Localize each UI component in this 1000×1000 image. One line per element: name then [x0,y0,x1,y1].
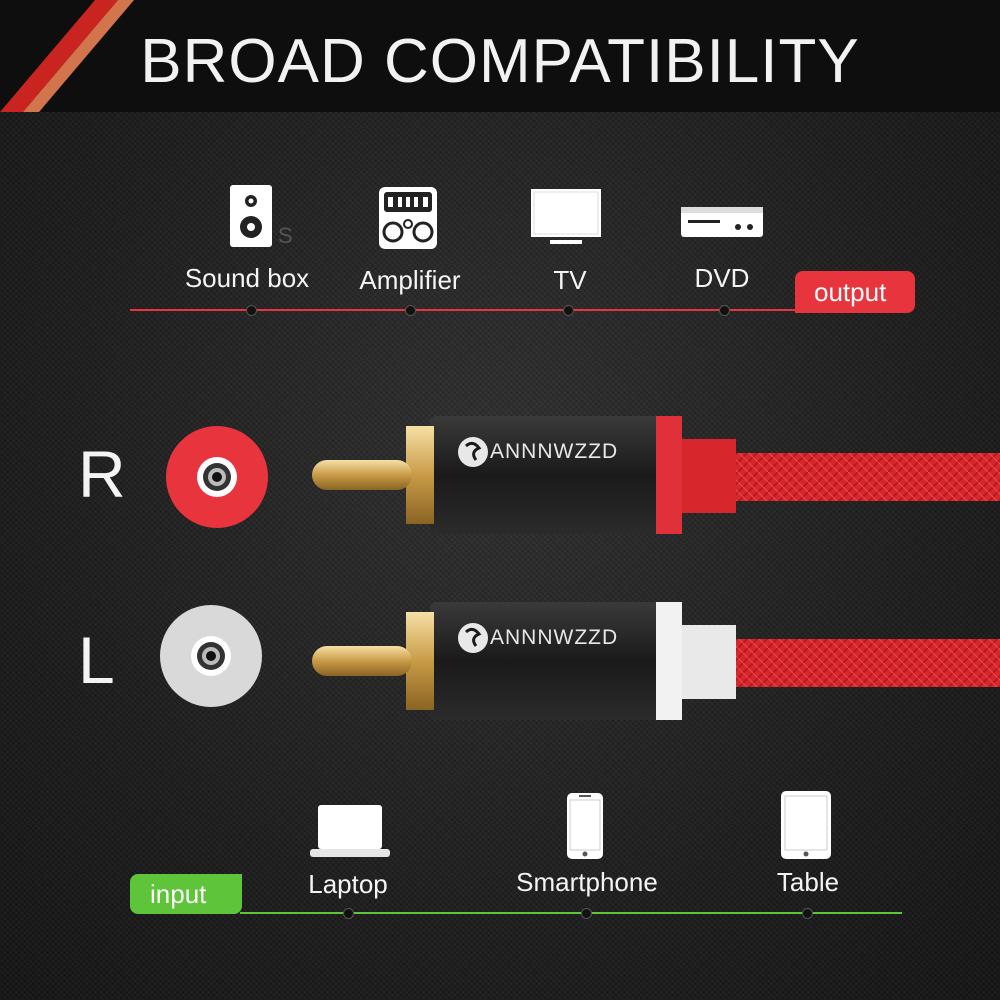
output-tag: output [814,277,887,307]
right-rca-plug [312,416,1000,534]
decorative-stripes [0,0,134,112]
output-marker-dot [563,305,574,316]
output-tag-shape [795,271,915,313]
laptop-icon [310,805,390,857]
input-marker-dot [581,908,592,919]
input-device-label: Table [776,867,840,897]
page-title: BROAD COMPATIBILITY [140,27,860,96]
input-divider-line [240,912,902,914]
amplifier-icon [379,187,437,249]
right-plug-brand: ANNNWZZD [490,440,619,463]
input-device-label: Smartphone [516,867,658,897]
output-divider-line [130,309,800,311]
left-rca-plug [312,602,1000,720]
speaker-icon: S [230,185,293,248]
input-marker-dot [802,908,813,919]
smartphone-icon [567,793,603,859]
dvd-player-icon [681,207,763,237]
input-tag: input [150,879,207,909]
output-marker-dot [719,305,730,316]
tablet-icon [781,791,831,859]
left-plug-brand: ANNNWZZD [490,626,619,649]
output-device-label: Amplifier [359,265,461,295]
output-device-label: DVD [694,263,750,293]
svg-text:S: S [278,223,293,248]
right-rca-jack [166,426,268,528]
output-marker-dot [405,305,416,316]
input-device-label: Laptop [308,869,388,899]
output-marker-dot [246,305,257,316]
header-bar: BROAD COMPATIBILITY [0,0,1000,112]
tv-icon [531,189,601,244]
input-tag-shape [130,874,242,914]
right-channel-label: R [78,437,126,511]
left-rca-jack [160,605,262,707]
input-marker-dot [343,908,354,919]
left-channel-label: L [78,623,115,697]
output-device-label: TV [553,265,587,295]
output-device-label: Sound box [184,263,310,293]
